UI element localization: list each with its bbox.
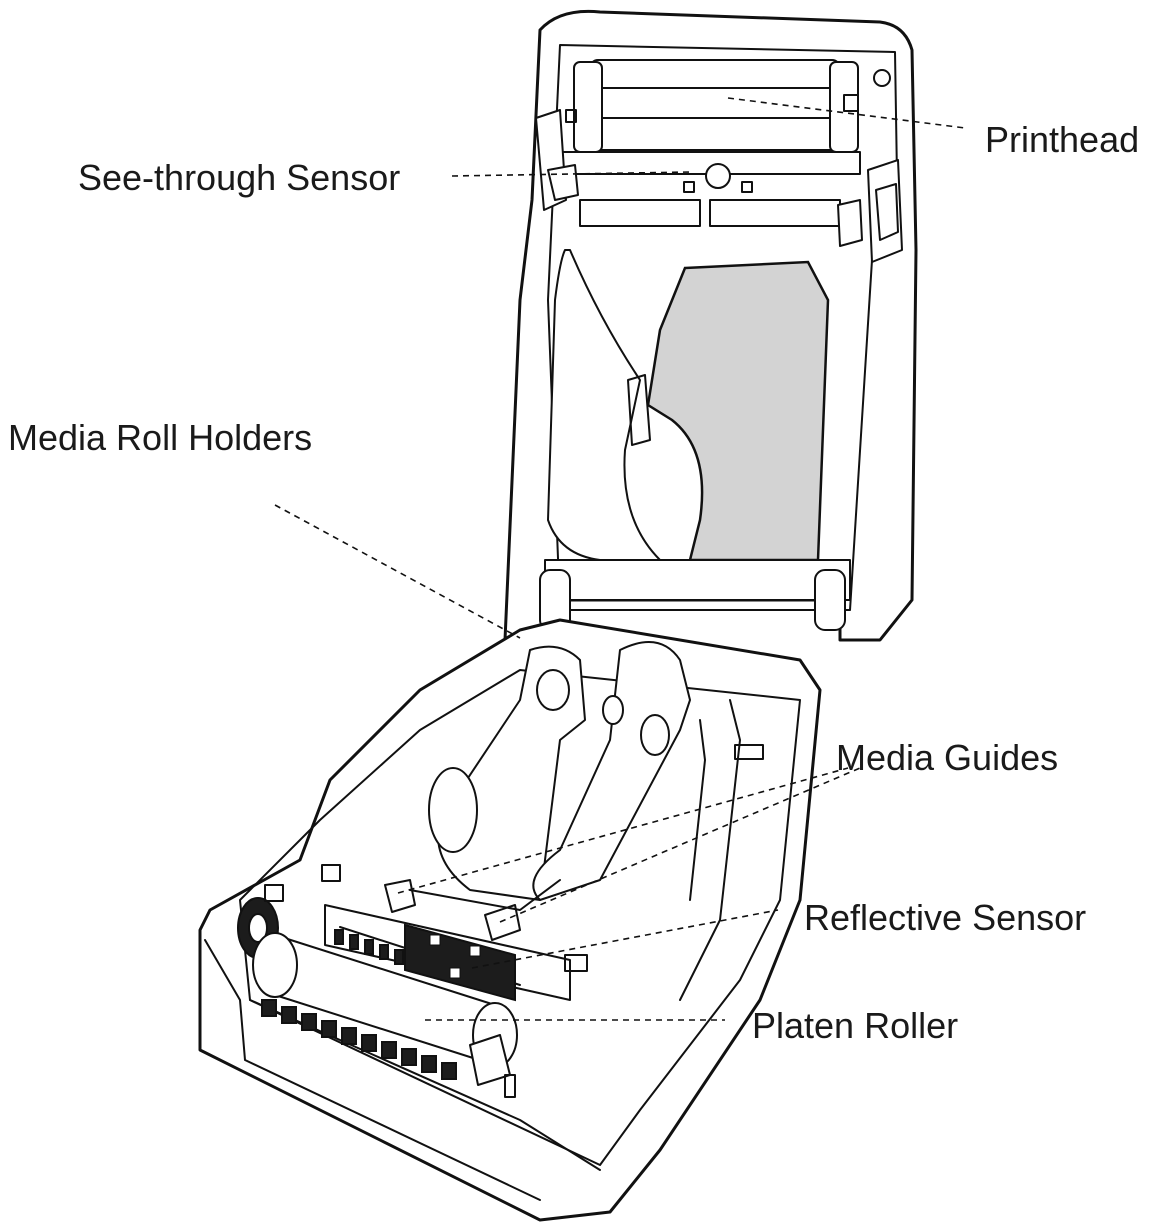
label-media-guides: Media Guides: [836, 737, 1059, 778]
printhead-assembly: [565, 59, 891, 153]
platen-roller: [252, 926, 521, 1080]
label-platen-roller: Platen Roller: [752, 1005, 959, 1046]
leader-media-guides-1: [397, 767, 849, 894]
platen-teeth: [261, 999, 457, 1080]
reflective-sensor: [404, 923, 516, 1002]
printer-base: [198, 618, 822, 1222]
label-media-roll-holders: Media Roll Holders: [8, 417, 313, 458]
leader-see-through-sensor: [451, 171, 691, 177]
printer-lid: [503, 9, 918, 642]
label-printhead: Printhead: [985, 119, 1140, 160]
label-reflective-sensor: Reflective Sensor: [804, 897, 1087, 938]
leader-media-roll-holders: [274, 504, 521, 639]
leader-lines: [274, 97, 966, 1021]
media-guides: [384, 879, 561, 941]
leader-reflective-sensor: [471, 909, 779, 969]
leader-printhead: [727, 97, 966, 129]
media-roll-holders: [428, 641, 691, 901]
label-see-through-sensor: See-through Sensor: [78, 157, 401, 198]
